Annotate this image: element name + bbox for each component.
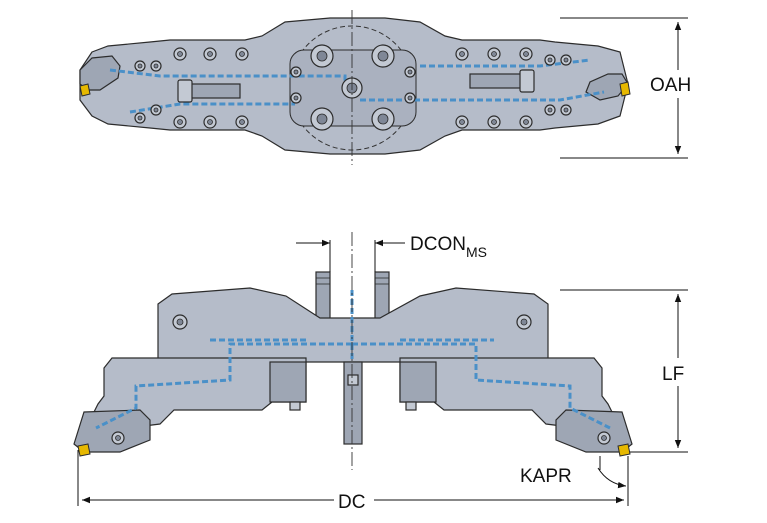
- top-view-screw: [290, 66, 302, 78]
- side-view-right-insert: [617, 443, 631, 457]
- side-view-right-head: [555, 409, 633, 453]
- top-view-right-insert: [619, 81, 631, 97]
- top-view-screw: [560, 54, 572, 66]
- oah-label: OAH: [650, 75, 691, 96]
- kapr-label: KAPR: [520, 466, 572, 487]
- top-view-screw: [519, 115, 533, 129]
- top-view-screw: [235, 47, 249, 61]
- top-view-screw: [544, 104, 556, 116]
- top-view-screw: [404, 66, 416, 78]
- side-view-shank-hole: [347, 374, 359, 386]
- lf-label-bg: [658, 358, 698, 386]
- top-view-screw: [173, 47, 187, 61]
- side-view-shank: [343, 361, 363, 445]
- top-view-screw: [404, 92, 416, 104]
- top-view-right-wedge-block: [519, 69, 535, 93]
- top-view-screw: [150, 60, 162, 72]
- side-view-foot-right: [405, 401, 417, 411]
- top-view-screw: [487, 115, 501, 129]
- top-view-screw: [455, 115, 469, 129]
- top-view-screw: [290, 92, 302, 104]
- dc-label: DC: [338, 492, 365, 513]
- kapr-arc: [597, 467, 627, 489]
- top-view-screw: [134, 112, 146, 124]
- side-view: DCONMS LF KAPR DC: [73, 232, 698, 513]
- oah-label-bg: [648, 70, 706, 98]
- top-view-screw: [150, 104, 162, 116]
- top-view-coolant-right-2: [420, 58, 591, 68]
- top-view-screw: [173, 115, 187, 129]
- top-view-screw: [519, 47, 533, 61]
- side-view-right-screw: [597, 431, 611, 445]
- top-view-screw: [560, 104, 572, 116]
- top-view-coolant-left-2: [129, 102, 295, 114]
- side-view-housing-hole: [172, 314, 188, 330]
- lf-label: LF: [662, 364, 684, 385]
- top-view-screw: [203, 47, 217, 61]
- top-view-screw: [487, 47, 501, 61]
- top-view-left-insert: [79, 83, 91, 97]
- side-view-coolant-right: [352, 342, 611, 430]
- side-view-left-pocket: [269, 361, 307, 403]
- top-view: OAH: [79, 10, 706, 165]
- top-view-hub-bolt: [310, 44, 334, 68]
- top-view-screw: [134, 60, 146, 72]
- side-view-left-insert: [77, 443, 91, 457]
- top-view-hub-bolt: [371, 107, 395, 131]
- top-view-screw: [203, 115, 217, 129]
- side-view-right-pocket: [399, 361, 437, 403]
- side-view-foot-left: [289, 401, 301, 411]
- top-view-hub-bolt: [310, 107, 334, 131]
- top-view-screw: [455, 47, 469, 61]
- top-view-left-wedge-block: [177, 79, 193, 103]
- side-view-housing-hole: [516, 314, 532, 330]
- dc-label-bg: [334, 488, 374, 512]
- side-view-left-screw: [111, 431, 125, 445]
- top-view-screw: [544, 54, 556, 66]
- side-view-coolant-left: [95, 342, 352, 430]
- top-view-coolant-right: [360, 90, 605, 102]
- dcon-subscript: MS: [466, 244, 487, 260]
- top-view-hub-bolt: [371, 44, 395, 68]
- dcon-label: DCONMS: [410, 234, 487, 260]
- top-view-screw: [235, 115, 249, 129]
- side-view-left-head: [73, 409, 151, 453]
